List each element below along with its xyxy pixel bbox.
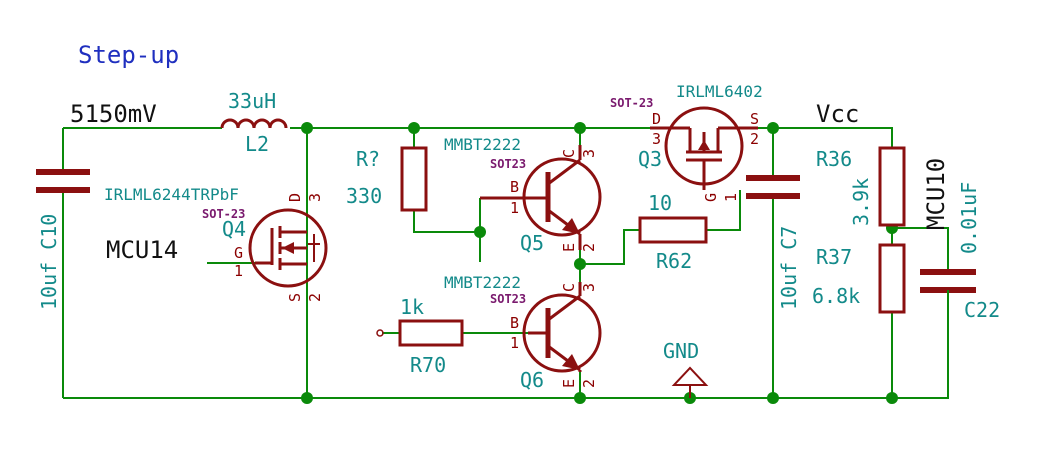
q5-ref: Q5 [520,231,544,255]
title: Step-up [78,41,179,69]
junction [301,122,313,134]
net-label-mcu10: MCU10 [922,158,950,230]
resistor-r36: R36 3.9k [816,146,906,227]
r36-value: 3.9k [849,178,873,226]
input-terminal [376,329,384,337]
wire-r62-q3 [706,190,741,231]
q3-pin-g-num: 1 [722,193,740,202]
c7-label: 10uf C7 [777,226,801,310]
q3-part: IRLML6402 [676,82,763,101]
q6-pin-e-num: 2 [580,379,598,388]
q6-part: MMBT2222 [444,273,521,292]
junction [767,122,779,134]
q4-pin-s-num: 2 [306,293,324,302]
wire-c22 [892,227,949,272]
resistor-r70: 1k R70 [376,295,464,377]
inductor-l2: 33uH L2 [220,89,288,156]
junction [574,258,586,270]
q3-pin-d-num: 3 [652,130,661,148]
q6-pin-b-name: B [510,314,519,332]
mosfet-q3: IRLML6402 SOT-23 Q3 D 3 S 2 G 1 [610,82,763,202]
r37-value: 6.8k [812,284,860,308]
q4-part: IRLML6244TRPbF [104,185,239,204]
net-label-vcc: Vcc [816,100,859,128]
q3-package: SOT-23 [610,96,653,110]
q4-pin-g-name: G [234,244,243,262]
net-label-gnd: GND [663,339,699,363]
resistor-rq: R? 330 [346,146,428,212]
q4-package: SOT-23 [202,207,245,221]
transistor-q5: MMBT2222 SOT23 Q5 B 1 C 3 E 2 [444,135,602,255]
q3-pin-s-name: S [750,110,759,128]
capacitor-c22: 0.01uF C22 [920,182,1000,322]
resistor-r62: 10 R62 [638,191,708,273]
q3-pin-g-name: G [702,193,720,202]
q4-ref: Q4 [222,217,246,241]
rq-ref: R? [356,147,380,171]
q6-package: SOT23 [490,292,526,306]
l2-value: 33uH [228,89,276,113]
transistor-q6: MMBT2222 SOT23 Q6 B 1 C 3 E 2 [444,273,602,392]
q6-pin-e-name: E [560,379,578,388]
r62-value: 10 [648,191,672,215]
q4-pin-d-name: D [286,193,304,202]
junction [574,392,586,404]
q3-ref: Q3 [638,147,662,171]
q3-pin-s-num: 2 [750,130,759,148]
wire-ground [63,318,949,399]
q4-pin-g-num: 1 [234,262,243,280]
q5-pin-b-num: 1 [510,199,519,217]
r70-value: 1k [400,295,424,319]
c22-ref: C22 [964,298,1000,322]
q5-pin-c-num: 3 [580,149,598,158]
q4-pin-s-name: S [286,293,304,302]
q5-part: MMBT2222 [444,135,521,154]
mosfet-q4: IRLML6244TRPbF SOT-23 Q4 G 1 D 3 S 2 [104,185,328,302]
net-label-supply: 5150mV [70,100,157,128]
q6-ref: Q6 [520,368,544,392]
r37-ref: R37 [816,245,852,269]
junction [301,392,313,404]
c10-label: 10uf C10 [37,214,61,310]
junction [474,226,486,238]
r70-ref: R70 [410,353,446,377]
q5-pin-e-num: 2 [580,243,598,252]
junction [574,122,586,134]
l2-ref: L2 [245,132,269,156]
q6-pin-c-num: 3 [580,283,598,292]
junction [767,392,779,404]
q5-pin-e-name: E [560,243,578,252]
q4-pin-d-num: 3 [306,193,324,202]
q5-pin-c-name: C [560,149,578,158]
ground-symbol [671,366,709,398]
q5-package: SOT23 [490,157,526,171]
c22-value: 0.01uF [957,182,981,254]
junction [886,392,898,404]
junction [408,122,420,134]
capacitor-c10: 10uf C10 [36,169,90,310]
resistor-r37: R37 6.8k [812,243,906,314]
rq-value: 330 [346,184,382,208]
r36-ref: R36 [816,147,852,171]
q6-pin-c-name: C [560,283,578,292]
capacitor-c7: 10uf C7 [746,175,801,310]
q5-pin-b-name: B [510,178,519,196]
q6-pin-b-num: 1 [510,334,519,352]
r62-ref: R62 [656,249,692,273]
q3-pin-d-name: D [652,110,661,128]
net-label-mcu14: MCU14 [106,236,178,264]
wire-top-right [758,127,893,148]
